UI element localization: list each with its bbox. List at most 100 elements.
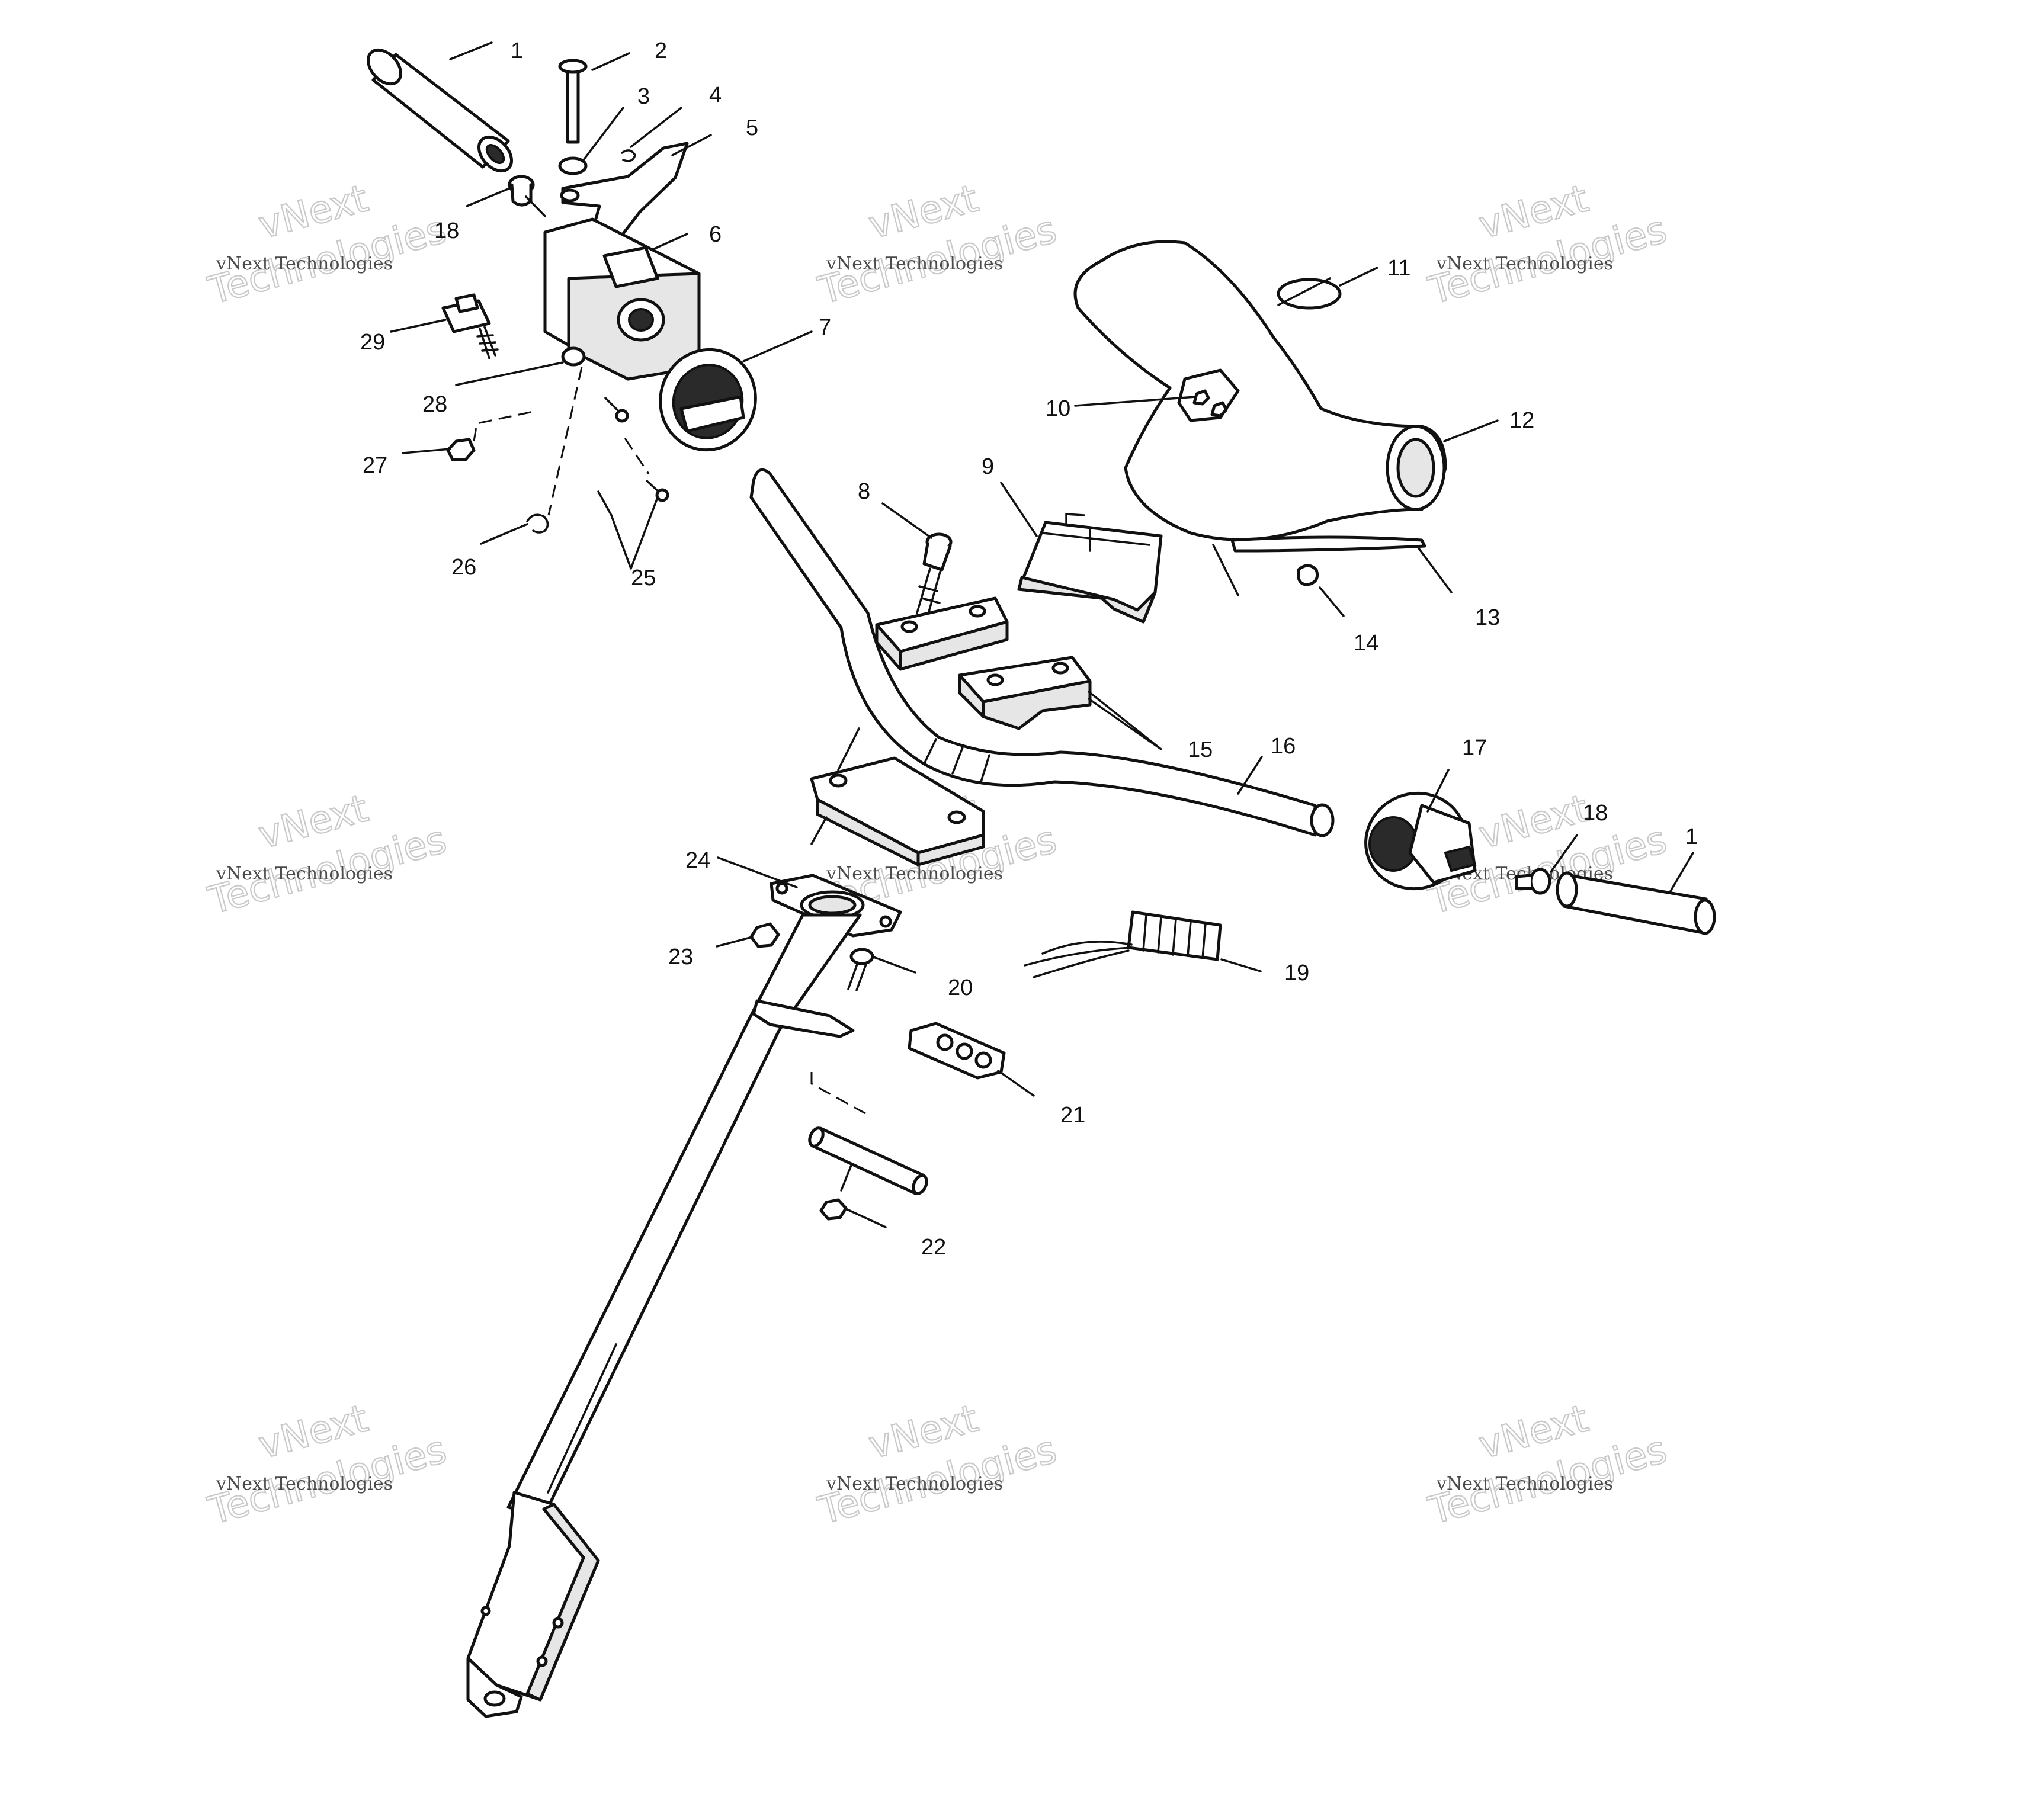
assembly-line: [547, 367, 583, 516]
callout-9: 9: [982, 454, 994, 479]
callout-23: 23: [668, 945, 693, 970]
washer: [558, 156, 588, 175]
callout-2: 2: [655, 38, 667, 63]
pad-decal: [1277, 278, 1342, 310]
handlebar: [749, 468, 1335, 837]
leader-line: [525, 195, 546, 217]
assembly-line: [810, 727, 860, 845]
upper-clamp-left: [875, 596, 1009, 671]
leader-line: [402, 448, 451, 454]
callout-27: 27: [363, 453, 387, 478]
pivot-pin: [558, 59, 588, 144]
callout-25: 25: [631, 566, 656, 590]
callout-16: 16: [1271, 734, 1296, 759]
watermark-name: vNext Technologies: [216, 864, 393, 884]
throttle-lever: [561, 142, 689, 245]
callout-10: 10: [1046, 396, 1070, 421]
handlebar-pad: [1073, 240, 1447, 541]
end-plug-right: [1515, 868, 1551, 895]
steering-column: [466, 913, 862, 1718]
callout-3: 3: [637, 84, 650, 109]
callout-14: 14: [1354, 631, 1378, 656]
column-flange: [770, 874, 902, 938]
left-grip: [367, 48, 513, 173]
leader-line: [1074, 396, 1197, 407]
switch-housing: [659, 348, 757, 452]
callout-1: 1: [511, 38, 523, 63]
leader-line: [591, 52, 630, 71]
strap-clip: [1297, 564, 1319, 586]
leader-line: [871, 955, 916, 974]
leader-line: [742, 330, 813, 362]
leader-lines: [390, 41, 1694, 1228]
callout-19: 19: [1284, 961, 1309, 986]
leader-line: [1088, 691, 1162, 750]
leader-line: [1237, 756, 1263, 795]
housing-nut: [561, 346, 586, 367]
callout-18: 18: [1583, 801, 1608, 826]
clamp-bolt: [916, 532, 953, 617]
leader-line: [1000, 482, 1038, 537]
callout-7: 7: [819, 315, 831, 340]
watermark: Technologies vNext vNext Technologies: [813, 1396, 1062, 1534]
mounting-plate: [908, 1022, 1006, 1080]
callout-17: 17: [1462, 736, 1487, 760]
leader-line: [455, 361, 564, 386]
pad-nut: [1210, 401, 1228, 418]
watermark-name: vNext Technologies: [216, 1474, 393, 1494]
callouts: 1 2 3 4 5 18 6 29 7 28 27 26 25 8 9 10 1…: [360, 38, 1698, 1260]
callout-12: 12: [1509, 408, 1534, 433]
leader-line: [1220, 958, 1262, 972]
leader-line: [671, 134, 712, 156]
column-sleeve: [808, 1126, 928, 1195]
callout-5: 5: [746, 115, 758, 140]
assembly-line: [624, 438, 650, 474]
watermark: Technologies vNext vNext Technologies: [203, 1396, 451, 1534]
lock-nut: [446, 438, 476, 461]
screw-head: [655, 488, 669, 502]
adjust-knob: [441, 293, 499, 359]
end-plug-left: [508, 175, 535, 207]
lever-hole: [560, 188, 580, 203]
watermark-name: vNext Technologies: [1436, 253, 1613, 274]
leader-line: [390, 319, 447, 333]
leader-line: [997, 1070, 1035, 1097]
retainer-clip: [526, 513, 549, 534]
callout-6: 6: [709, 222, 722, 247]
callout-15: 15: [1188, 737, 1213, 762]
leader-line: [597, 490, 659, 570]
callout-13: 13: [1475, 605, 1500, 630]
leader-line: [1550, 834, 1578, 873]
flange-nut: [749, 922, 780, 948]
leader-line: [466, 187, 511, 207]
assembly-line: [840, 1163, 853, 1192]
grip-heater: [1024, 910, 1222, 978]
callout-29: 29: [360, 330, 385, 355]
assembly-line: [810, 1072, 871, 1118]
leader-line: [1416, 545, 1453, 593]
callout-4: 4: [709, 83, 722, 108]
watermark-name: vNext Technologies: [826, 1474, 1003, 1494]
pad-nut: [1192, 389, 1210, 406]
callout-21: 21: [1060, 1103, 1085, 1128]
upper-clamp-right: [958, 656, 1092, 730]
watermark: Technologies vNext vNext Technologies: [1424, 176, 1672, 314]
callout-11: 11: [1387, 256, 1410, 281]
throttle-housing: [543, 217, 701, 381]
callout-26: 26: [451, 555, 476, 580]
leader-line: [1426, 769, 1450, 813]
leader-line: [1212, 544, 1239, 596]
callout-28: 28: [422, 392, 447, 417]
leader-line: [1319, 586, 1345, 617]
watermark-name: vNext Technologies: [216, 253, 393, 274]
watermark: Technologies vNext vNext Technologies: [203, 786, 451, 924]
leader-line: [1277, 277, 1331, 306]
assembly-line: [473, 410, 534, 442]
watermark-name: vNext Technologies: [826, 253, 1003, 274]
leader-line: [846, 1208, 887, 1228]
screw-head: [615, 409, 629, 423]
watermark: Technologies vNext vNext Technologies: [813, 176, 1062, 314]
flange-bolt: [847, 948, 874, 991]
watermark: Technologies vNext vNext Technologies: [1424, 1396, 1672, 1534]
